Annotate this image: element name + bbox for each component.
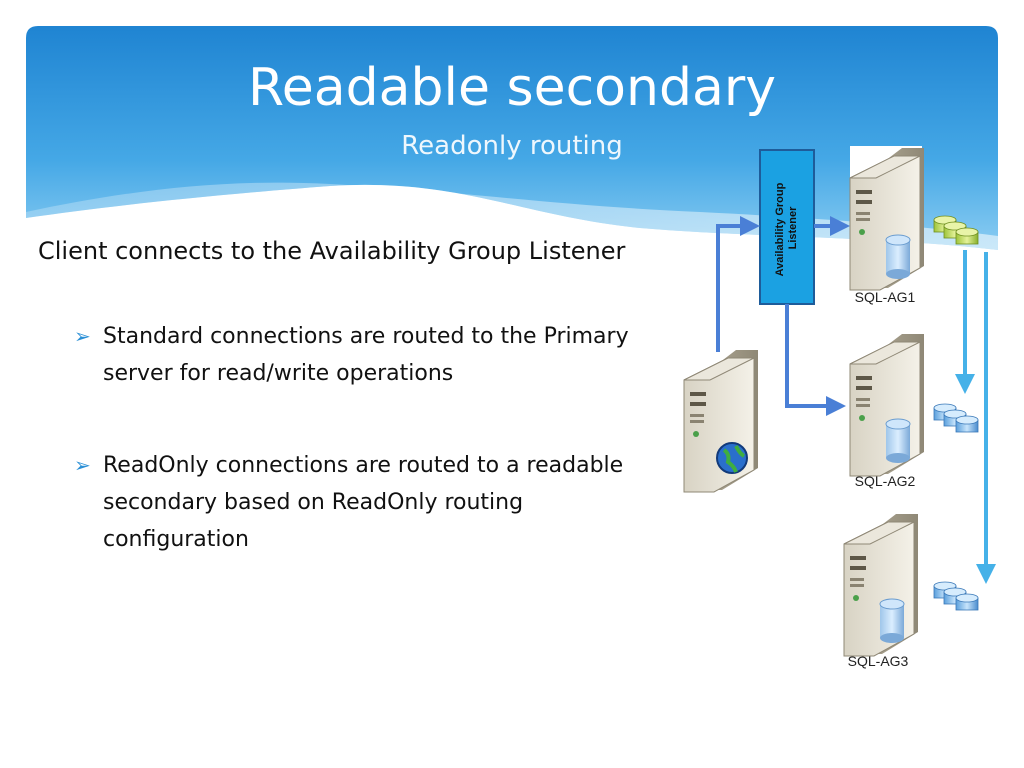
bullet-readonly-connections: ➢ ReadOnly connections are routed to a r… [74, 447, 654, 558]
database-icon [885, 418, 911, 463]
bullet-standard-connections: ➢ Standard connections are routed to the… [74, 318, 654, 392]
arrow-bullet-icon: ➢ [74, 453, 91, 477]
connection-arrows [716, 216, 996, 584]
server-sql-ag3: SQL-AG3 [843, 513, 919, 669]
server-label: SQL-AG1 [855, 289, 916, 305]
globe-icon [716, 442, 748, 474]
client-server-icon [683, 349, 759, 493]
secondary-database-stack-icon [933, 403, 979, 433]
slide-title: Readable secondary [248, 58, 776, 118]
arrow-bullet-icon: ➢ [74, 324, 91, 348]
server-sql-ag2: SQL-AG2 [849, 333, 925, 489]
server-label: SQL-AG2 [855, 473, 916, 489]
availability-group-listener: Availability Group Listener [759, 149, 815, 305]
database-icon [885, 234, 911, 279]
secondary-database-stack-icon [933, 581, 979, 611]
server-sql-ag1: SQL-AG1 [849, 146, 925, 305]
listener-label-line-2: Listener [787, 206, 799, 250]
bullet-text: ReadOnly connections are routed to a rea… [103, 453, 624, 552]
main-point-text: Client connects to the Availability Grou… [38, 237, 626, 265]
server-label: SQL-AG3 [848, 653, 909, 669]
listener-label: Availability Group Listener [774, 180, 799, 277]
database-icon [879, 598, 905, 643]
bullet-text: Standard connections are routed to the P… [103, 324, 629, 386]
client-to-listener-arrow [716, 216, 760, 352]
listener-label-line-1: Availability Group [774, 182, 786, 276]
primary-database-stack-icon [933, 215, 979, 245]
slide-subtitle: Readonly routing [401, 131, 623, 161]
listener-to-secondary-arrow [785, 304, 846, 416]
